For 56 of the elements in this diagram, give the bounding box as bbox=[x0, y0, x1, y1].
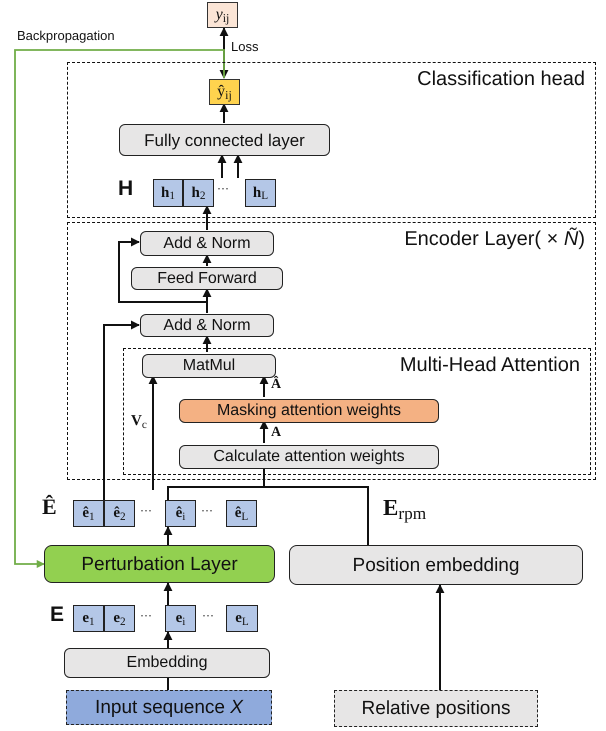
arrow bbox=[260, 420, 268, 443]
input-box: Relative positions bbox=[334, 690, 538, 727]
dashed-group bbox=[67, 222, 596, 480]
arrow bbox=[202, 335, 212, 352]
prediction-box: ŷ$_{ij}$ bbox=[209, 79, 240, 105]
dashed-group bbox=[123, 348, 591, 475]
vector-cell: h$_{1}$ bbox=[153, 179, 183, 207]
process-box: Embedding bbox=[64, 648, 270, 678]
vector-label: Ê bbox=[42, 496, 57, 518]
process-box: Add & Norm bbox=[140, 231, 274, 256]
edge-label: V$_{c}$ bbox=[130, 414, 148, 429]
input-box: Input sequence X bbox=[66, 690, 272, 725]
group-title: Multi-Head Attention bbox=[400, 355, 580, 375]
arrow bbox=[14, 49, 225, 568]
edge-label: Backpropagation bbox=[16, 29, 116, 42]
process-box: Masking attention weights bbox=[179, 399, 439, 423]
arrow bbox=[148, 375, 158, 490]
arrow bbox=[164, 631, 172, 648]
vector-cell: h$_{2}$ bbox=[183, 179, 214, 207]
arrow bbox=[220, 103, 228, 123]
vector-cell: ê$_{L}$ bbox=[226, 500, 257, 527]
ellipsis: ··· bbox=[202, 609, 214, 621]
process-box: Position embedding bbox=[289, 545, 583, 585]
arrow bbox=[436, 584, 444, 690]
vector-cell: ê$_{i}$ bbox=[165, 500, 196, 527]
vector-label: E bbox=[50, 604, 64, 625]
vector-cell: e$_{L}$ bbox=[226, 605, 258, 632]
arrow bbox=[164, 526, 172, 545]
edge-label: Loss bbox=[230, 40, 260, 53]
arrow bbox=[202, 254, 212, 266]
vector-label: H bbox=[118, 178, 134, 199]
process-box: Add & Norm bbox=[140, 314, 274, 337]
arrow bbox=[218, 154, 226, 178]
arrow bbox=[103, 320, 140, 500]
group-title: Encoder Layer( × Ñ) bbox=[404, 229, 585, 249]
ellipsis: ··· bbox=[140, 504, 152, 516]
vector-cell: ê$_{1}$ bbox=[73, 500, 104, 527]
vector-cell: e$_{2}$ bbox=[104, 605, 135, 632]
ellipsis: ··· bbox=[201, 504, 213, 516]
group-title: Classification head bbox=[417, 69, 585, 89]
label-box: y$_{ij}$ bbox=[207, 2, 238, 28]
process-box: Perturbation Layer bbox=[44, 545, 275, 583]
dashed-group bbox=[67, 62, 596, 218]
vector-cell: e$_{i}$ bbox=[165, 605, 196, 632]
arrow bbox=[260, 375, 268, 397]
ellipsis: ··· bbox=[217, 182, 229, 194]
vector-cell: h$_{L}$ bbox=[245, 179, 276, 207]
vector-cell: ê$_{2}$ bbox=[104, 500, 135, 527]
arrow bbox=[164, 582, 172, 605]
process-box: Feed Forward bbox=[131, 267, 283, 290]
ellipsis: ··· bbox=[140, 609, 152, 621]
vector-cell: e$_{1}$ bbox=[73, 605, 104, 632]
process-box: Fully connected layer bbox=[119, 124, 330, 156]
arrow bbox=[202, 205, 212, 230]
arrow bbox=[234, 154, 242, 178]
process-box: Calculate attention weights bbox=[179, 445, 439, 469]
